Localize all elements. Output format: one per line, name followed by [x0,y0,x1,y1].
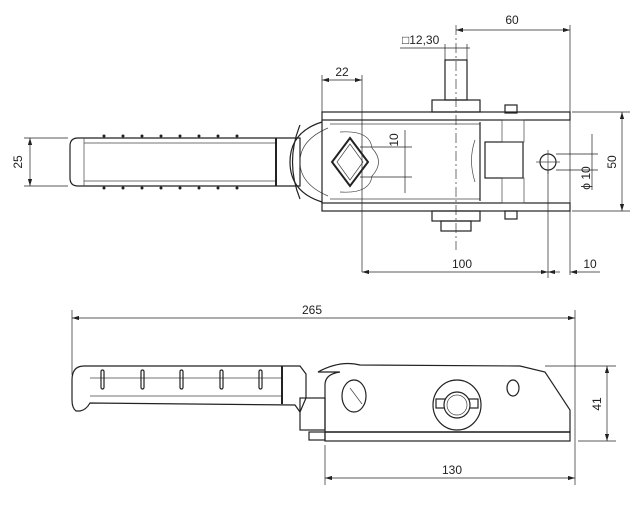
handle-side [71,365,326,441]
handle-top [69,121,329,203]
top-view: 25 22 □12,30 60 10 ϕ 10 [11,13,630,278]
dim-50: 50 [605,155,619,169]
dim-100: 100 [452,257,472,271]
dim-10-edge: 10 [583,257,597,271]
dim-130: 130 [442,463,462,477]
dim-41: 41 [590,397,604,411]
body-side [317,362,571,442]
dim-hole-diameter: ϕ 10 [579,166,593,190]
body-top [321,59,571,232]
dim-22: 22 [335,65,349,79]
dim-25: 25 [11,155,25,169]
dim-265: 265 [302,303,322,317]
dimensions-top: 25 22 □12,30 60 10 ϕ 10 [11,13,630,278]
dimensions-side: 265 41 130 [71,303,616,485]
dim-10-square: 10 [387,133,401,147]
side-view: 265 41 130 [71,303,616,485]
dim-60: 60 [505,13,519,27]
dim-square: □12,30 [402,33,440,47]
